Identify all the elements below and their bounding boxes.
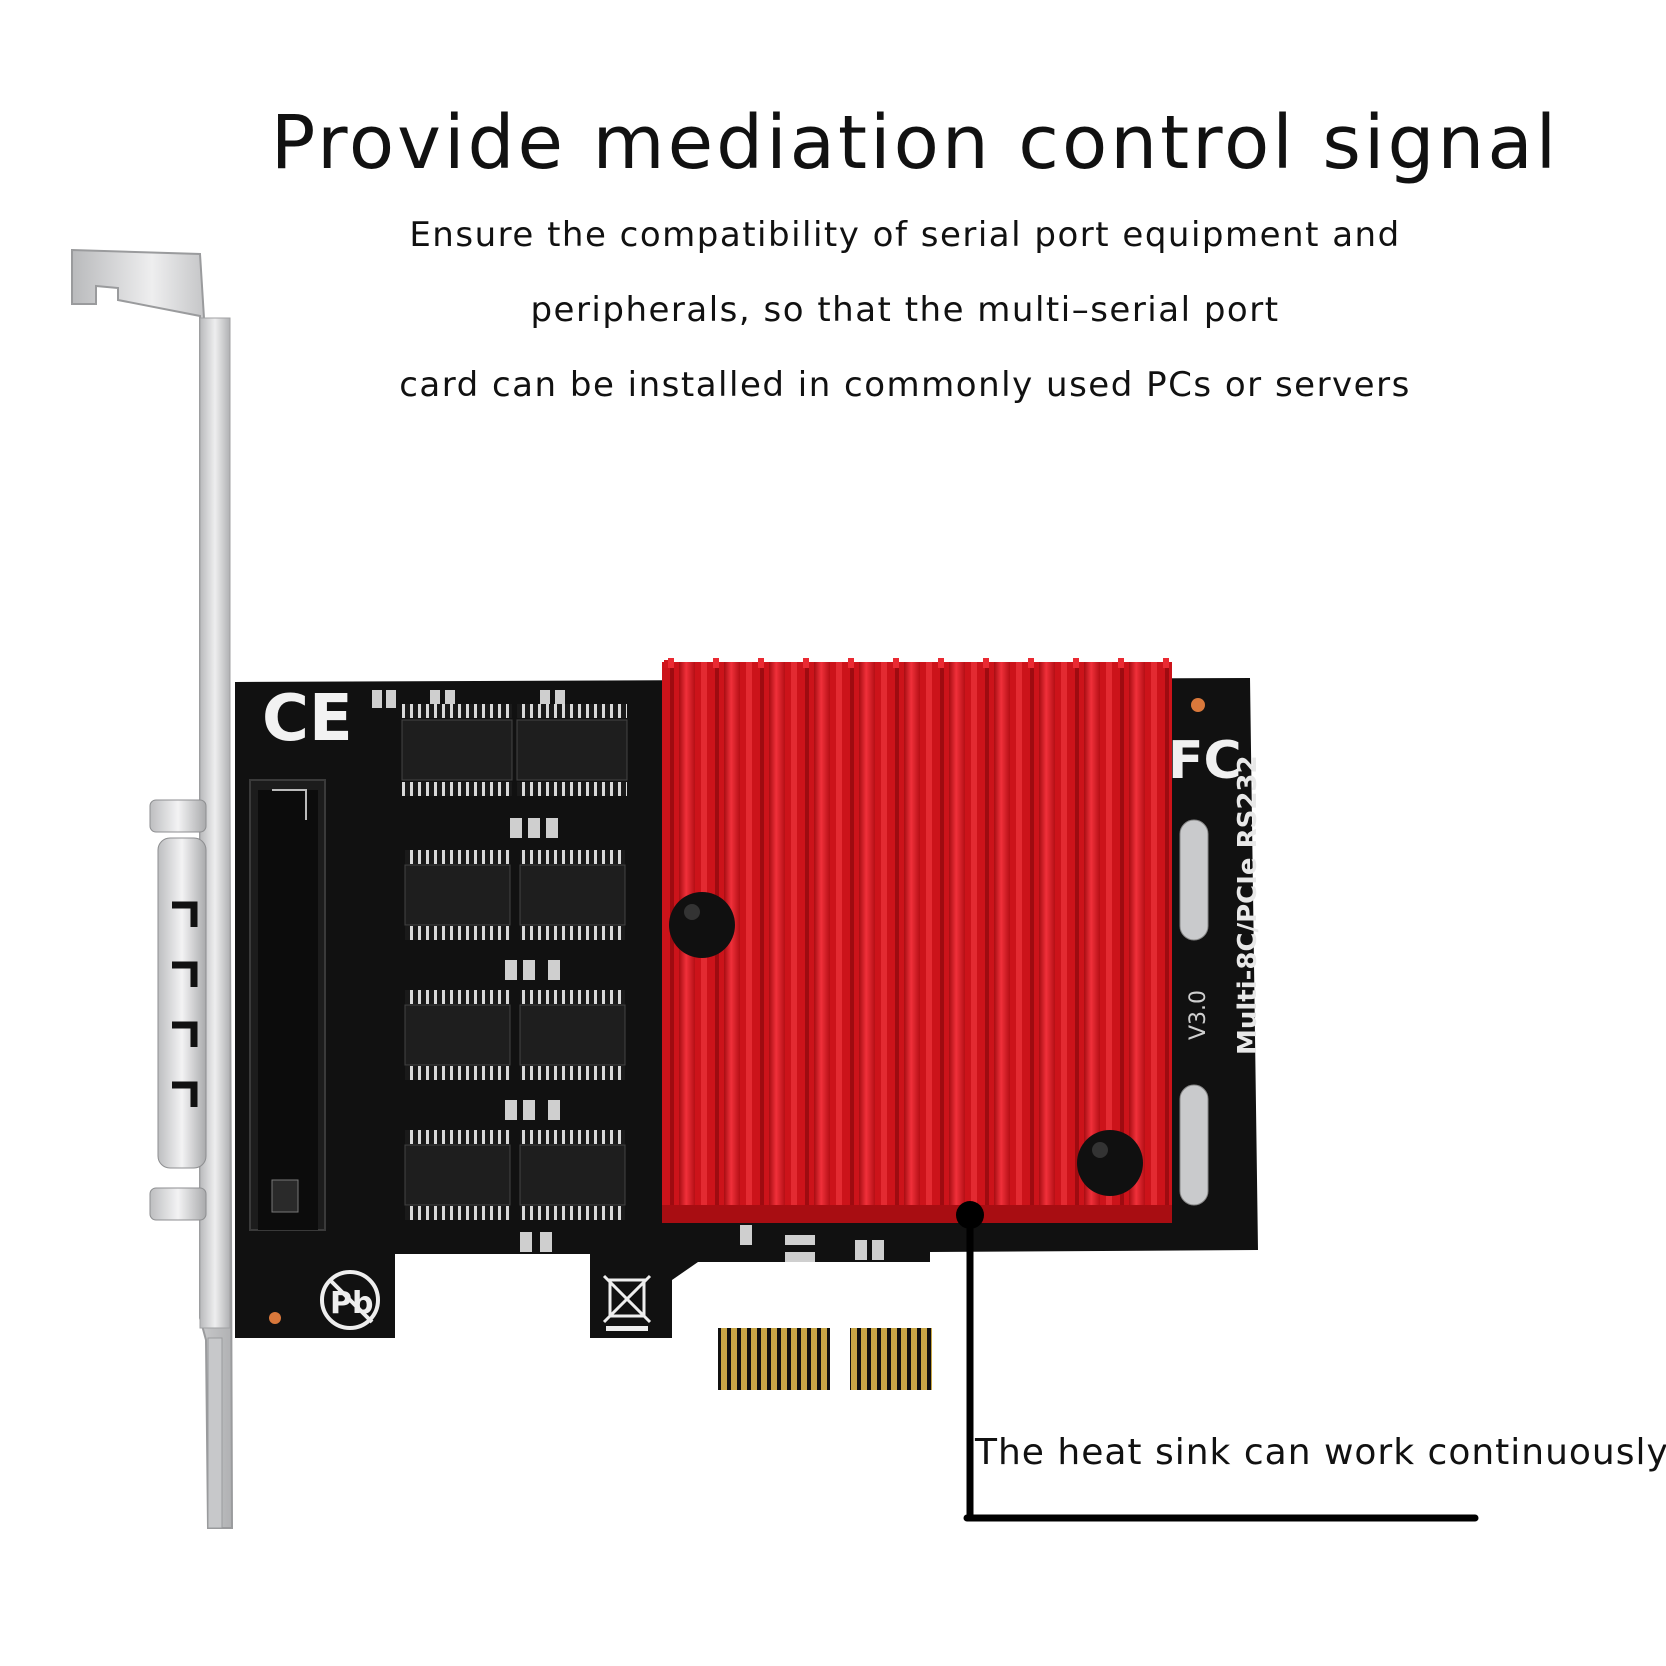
- svg-text:CE: CE: [262, 682, 353, 756]
- mounting-bracket: [71, 248, 234, 1529]
- board-version-text: V3.0: [1186, 990, 1211, 1040]
- headline: Provide mediation control signal: [270, 100, 1560, 186]
- heat-sink-callout: The heat sink can work continuously: [975, 1432, 1666, 1473]
- description-line-3: card can be installed in commonly used P…: [399, 365, 1411, 405]
- board-model-text: Multi-8C/PCIe RS232: [1233, 755, 1263, 1055]
- description-line-1: Ensure the compatibility of serial port …: [409, 215, 1401, 255]
- description-line-2: peripherals, so that the multi–serial po…: [530, 290, 1280, 330]
- callout-leader: [956, 1201, 1479, 1522]
- heat-sink: [662, 658, 1172, 1223]
- svg-text:FC: FC: [1168, 731, 1242, 791]
- db-connector: [149, 799, 207, 1221]
